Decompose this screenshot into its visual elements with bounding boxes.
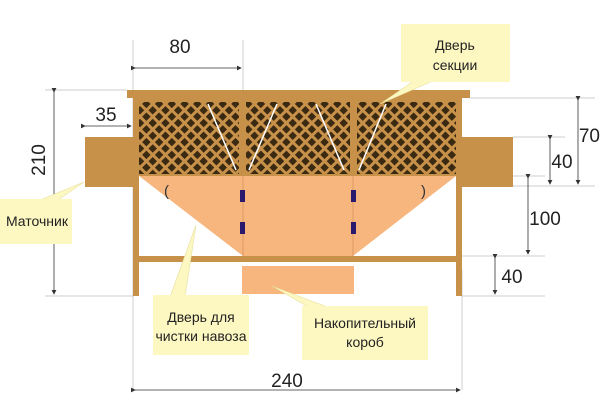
collection-box [242, 266, 354, 294]
left-queen-cell [85, 137, 133, 187]
callout-queen-cell: Маточник [0, 181, 85, 244]
right-queen-cell [462, 137, 513, 187]
svg-text:секции: секции [433, 57, 478, 73]
dim-queen-cell-width: 35 [95, 105, 116, 126]
svg-text:чистки навоза: чистки навоза [156, 328, 247, 344]
svg-text:): ) [421, 183, 426, 200]
right-leg [456, 98, 462, 296]
svg-text:Дверь: Дверь [435, 37, 475, 53]
dimension-labels: 80 35 210 70 40 100 40 240 [29, 37, 600, 392]
dim-queen-cell-height: 40 [551, 152, 572, 173]
lattice-door-1 [139, 102, 239, 174]
svg-text:Накопительный: Накопительный [314, 315, 416, 331]
manure-hopper [139, 176, 456, 256]
lattice-door-3 [357, 102, 456, 174]
cage-frame: ( ) [85, 90, 513, 296]
callout-section-door: Дверь секции [379, 24, 510, 105]
svg-text:Маточник: Маточник [6, 213, 69, 229]
svg-text:(: ( [164, 183, 169, 200]
dim-lattice-height: 70 [579, 126, 600, 147]
callout-collection-box: Накопительный короб [271, 285, 428, 360]
svg-text:короб: короб [346, 334, 384, 350]
dim-leg-height: 40 [501, 267, 522, 288]
lower-crossbar [139, 256, 456, 262]
dimension-arrows [51, 65, 581, 393]
lattice-door-2 [246, 102, 350, 174]
dim-total-height: 210 [29, 144, 50, 176]
svg-text:Дверь для: Дверь для [167, 309, 234, 325]
roof-board [127, 90, 470, 98]
dim-total-width: 240 [271, 371, 303, 392]
left-leg [133, 98, 139, 296]
callout-manure-door: Дверь для чистки навоза [153, 224, 249, 355]
dim-hopper-height: 100 [529, 209, 561, 230]
door-latches [240, 190, 356, 234]
dim-section-width: 80 [169, 37, 190, 58]
